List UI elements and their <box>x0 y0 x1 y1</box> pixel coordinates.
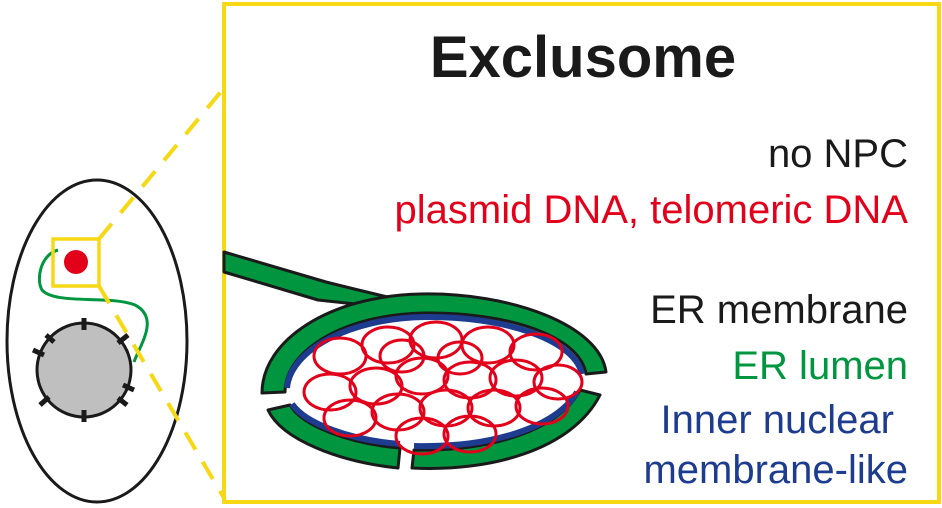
nuclear-pore-ticks <box>31 318 136 422</box>
zoom-region-box <box>51 237 101 288</box>
dna-rings <box>302 320 584 456</box>
diagram-title: Exclusome <box>429 25 737 90</box>
er-connection-line <box>37 248 149 363</box>
exclusome-dot <box>64 250 88 274</box>
label-dna-types: plasmid DNA, telomeric DNA <box>394 188 908 232</box>
label-er-lumen: ER lumen <box>732 344 908 388</box>
label-er-membrane: ER membrane <box>650 288 908 332</box>
zoom-lines <box>97 86 226 500</box>
label-membrane-like: membrane-like <box>643 448 908 492</box>
cell-overview <box>5 178 189 504</box>
label-no-npc: no NPC <box>767 132 908 176</box>
label-inner-nuclear: Inner nuclear <box>660 398 894 442</box>
inner-membrane-upper <box>284 313 585 389</box>
er-lumen-outer-arc <box>260 292 608 395</box>
